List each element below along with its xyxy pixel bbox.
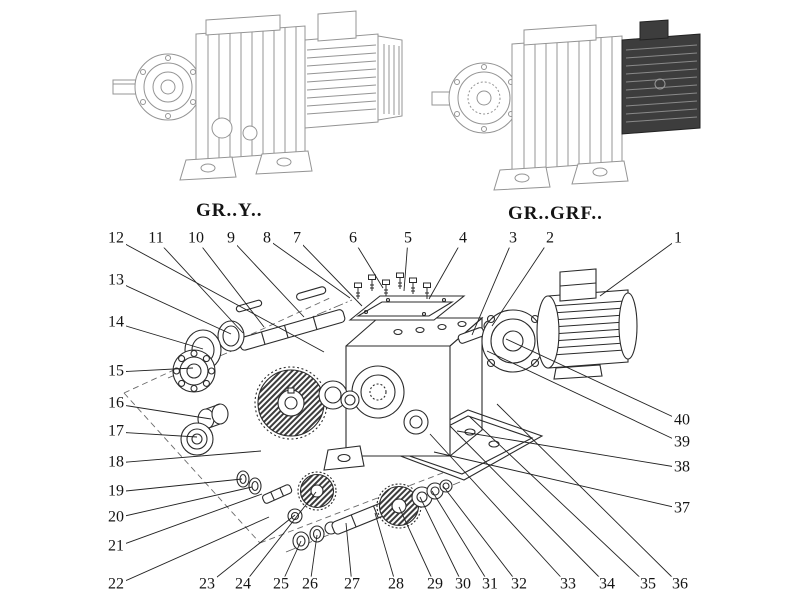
motor-rear-cap: [618, 292, 638, 360]
foot-right-right-view: [571, 160, 629, 185]
leader-line-6: [352, 238, 384, 289]
assembled-view-gr-grf: [431, 19, 701, 191]
leader-line-17: [115, 431, 198, 438]
inspection-cover-right-view: [523, 24, 597, 46]
leader-line-25: [280, 540, 302, 586]
leader-lines-layer: [115, 238, 683, 586]
leader-line-11: [155, 238, 244, 334]
leader-line-7: [296, 238, 363, 307]
variant-label-gr-y: GR..Y..: [196, 200, 263, 221]
foot-right: [255, 150, 313, 175]
leader-line-39: [486, 350, 683, 444]
leader-line-9: [230, 238, 305, 318]
leader-line-38: [456, 430, 683, 469]
leader-line-2: [491, 238, 551, 327]
leader-line-20: [115, 486, 253, 519]
pinion-gear: [297, 471, 337, 511]
rear-ball-bearing: [180, 422, 214, 456]
inspection-cover-left-view: [205, 14, 281, 36]
electric-motor: [536, 268, 638, 380]
leader-line-22: [115, 516, 270, 586]
leader-line-19: [115, 478, 243, 493]
leader-line-34: [449, 425, 608, 586]
foot-left: [179, 156, 237, 181]
motor-foot: [553, 364, 603, 380]
front-ball-bearing: [172, 349, 216, 393]
leader-line-30: [419, 496, 464, 586]
leader-line-29: [398, 506, 436, 586]
motor-connector-right-view: [639, 19, 669, 41]
leader-line-1: [599, 238, 679, 297]
motor-end-bell: [536, 295, 560, 369]
gear-housing-right-view: [511, 35, 623, 171]
motor-flange: [481, 309, 545, 373]
leader-line-24: [242, 491, 317, 586]
washer-b: [309, 525, 325, 543]
leader-line-23: [206, 514, 296, 586]
large-helical-gear: [254, 366, 328, 440]
oil-seal-ring: [217, 320, 245, 352]
leader-line-26: [309, 534, 318, 586]
leader-line-18: [115, 450, 262, 464]
compact-motor-right-view: [621, 33, 701, 135]
foot-left-right-view: [493, 166, 551, 191]
housing-cover-plate: [348, 295, 466, 321]
front-flange-left-view: [134, 53, 202, 121]
fan-cover-left-view: [377, 35, 403, 121]
front-flange-right-view: [448, 62, 520, 134]
assembled-view-gr-y: [112, 10, 403, 181]
cover-bolts: [353, 272, 432, 300]
leader-line-5: [403, 238, 409, 292]
leader-line-10: [195, 238, 265, 328]
output-gear: [376, 483, 422, 529]
leader-line-31: [431, 490, 491, 586]
retaining-washer: [287, 508, 303, 524]
leader-line-35: [469, 416, 649, 586]
gearbox-housing: [323, 316, 484, 471]
shaft-key-large: [296, 286, 327, 301]
leader-line-14: [115, 322, 204, 350]
leader-line-4: [428, 238, 464, 300]
gear-side-rings: [318, 380, 360, 410]
housing-foot: [323, 445, 365, 471]
leader-line-32: [442, 485, 520, 586]
leader-line-12: [115, 238, 325, 353]
terminal-box-left-view: [317, 10, 357, 42]
leader-line-15: [115, 367, 194, 373]
leader-line-37: [433, 451, 683, 510]
pinion-stub-shaft: [261, 484, 293, 504]
leader-line-28: [374, 512, 397, 586]
leader-line-40: [505, 338, 683, 422]
leader-line-27: [345, 522, 353, 586]
output-shaft-rings: [411, 479, 453, 508]
leader-line-33: [429, 433, 569, 586]
shim-washers: [236, 470, 262, 495]
housing-secondary-bore: [403, 409, 429, 435]
leader-line-3: [471, 238, 514, 336]
leader-line-21: [115, 493, 263, 548]
leader-line-8: [266, 238, 351, 299]
leader-line-16: [115, 403, 212, 420]
exploded-view-drawing: [123, 268, 638, 553]
leader-line-36: [496, 403, 681, 586]
leader-line-13: [115, 280, 232, 335]
variant-label-gr-grf: GR..GRF..: [508, 203, 603, 224]
